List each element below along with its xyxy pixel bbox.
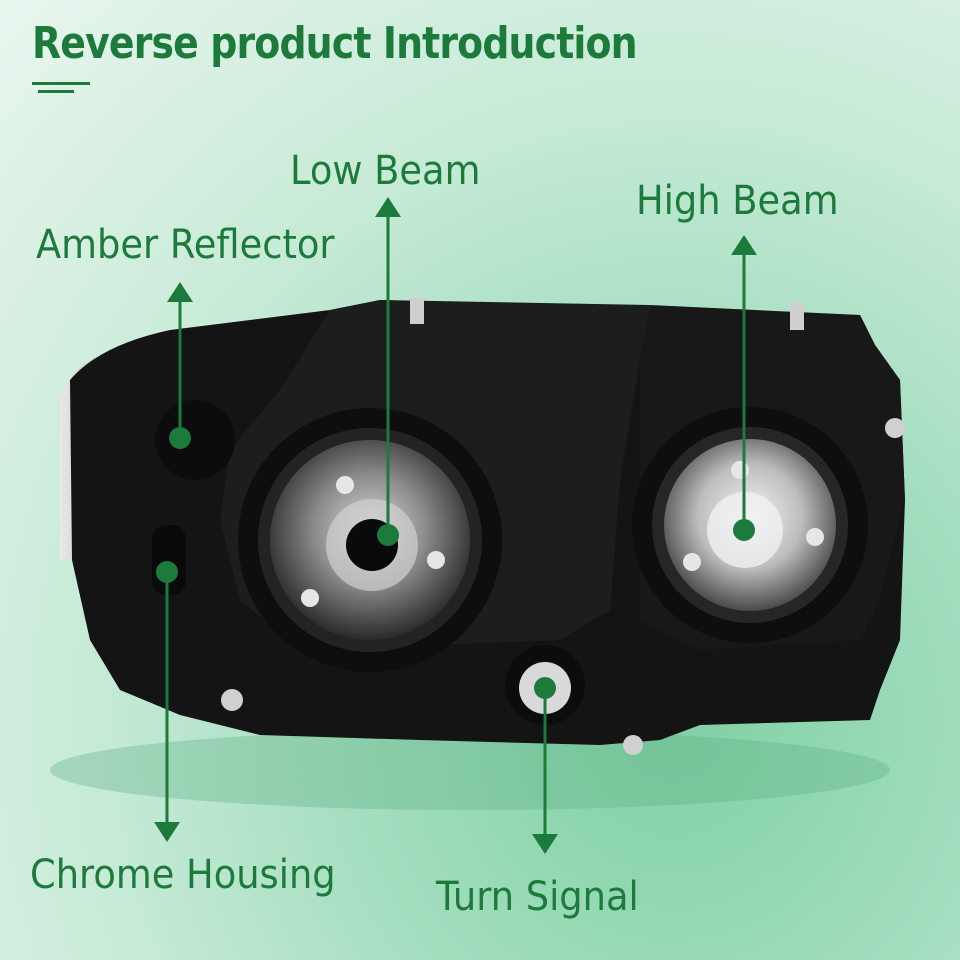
label-low-beam: Low Beam [290, 148, 481, 194]
label-high-beam: High Beam [636, 178, 839, 224]
page-title: Reverse product Introduction [32, 18, 638, 69]
label-turn-signal: Turn Signal [436, 874, 639, 920]
label-amber-reflector: Amber Reflector [36, 222, 335, 268]
title-underline-decoration [32, 82, 92, 96]
label-chrome-housing: Chrome Housing [30, 852, 336, 898]
